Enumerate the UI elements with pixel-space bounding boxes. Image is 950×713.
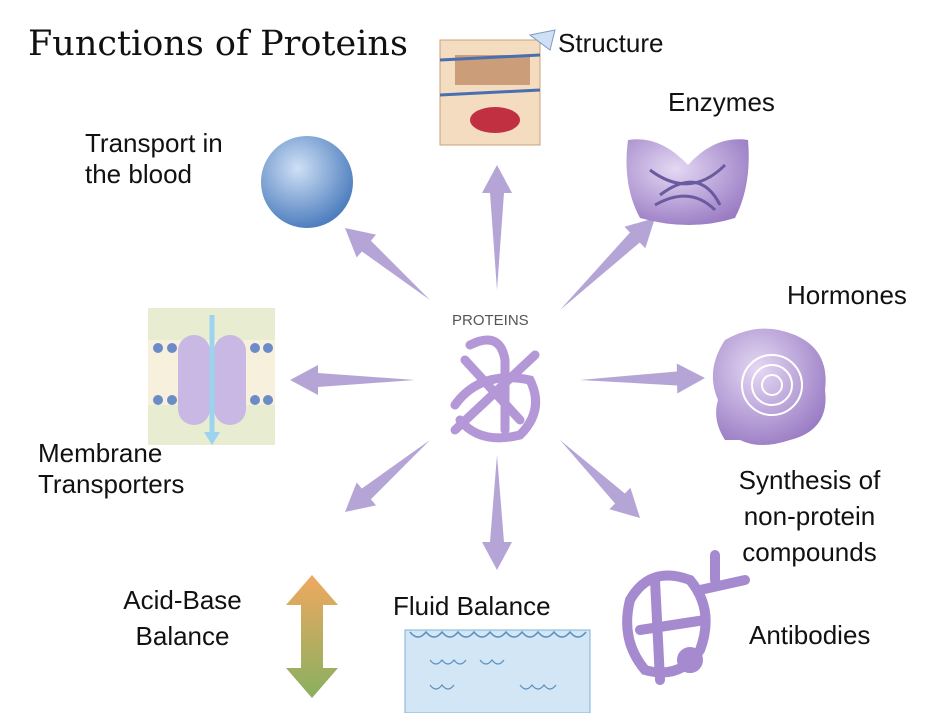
label-transport: Transport in the blood [85,128,223,190]
label-line: Transporters [38,469,185,499]
hormone-illustration [712,328,826,445]
arrow-right-icon [580,363,705,394]
label-line: the blood [85,159,192,189]
page-title: Functions of Proteins [28,24,408,64]
label-synthesis: Synthesis of non-protein compounds [712,462,907,570]
fluid-water-illustration [404,629,591,713]
label-line: compounds [742,537,877,567]
label-line: non-protein [743,501,876,531]
label-fluid: Fluid Balance [393,591,551,621]
label-line: Membrane [38,438,163,468]
label-antibodies: Antibodies [749,620,871,650]
membrane-transporter-illustration [148,308,275,445]
arrow-upper-left-icon [345,228,430,300]
label-line: Transport in [85,128,223,158]
label-line: Synthesis of [738,465,881,495]
label-membrane: Membrane Transporters [38,438,184,500]
label-structure: Structure [558,28,664,58]
transport-sphere-illustration [261,136,353,228]
arrow-down-icon [482,455,512,570]
label-line: Acid-Base [123,585,242,615]
arrow-left-icon [290,365,415,395]
arrow-lower-right-icon [560,440,640,518]
acid-base-double-arrow-icon [286,575,338,698]
enzyme-illustration [626,139,749,225]
arrows [290,165,705,570]
protein-illustration [450,335,541,443]
antibody-illustration [622,550,750,685]
proteins-center-label: PROTEINS [452,312,529,329]
arrow-up-icon [482,165,512,290]
structure-illustration [439,29,556,146]
label-acid-base: Acid-Base Balance [100,582,265,654]
label-line: Balance [135,621,230,651]
arrow-upper-right-icon [560,218,655,310]
arrow-lower-left-icon [345,440,430,512]
label-hormones: Hormones [787,280,907,310]
label-enzymes: Enzymes [668,87,775,117]
